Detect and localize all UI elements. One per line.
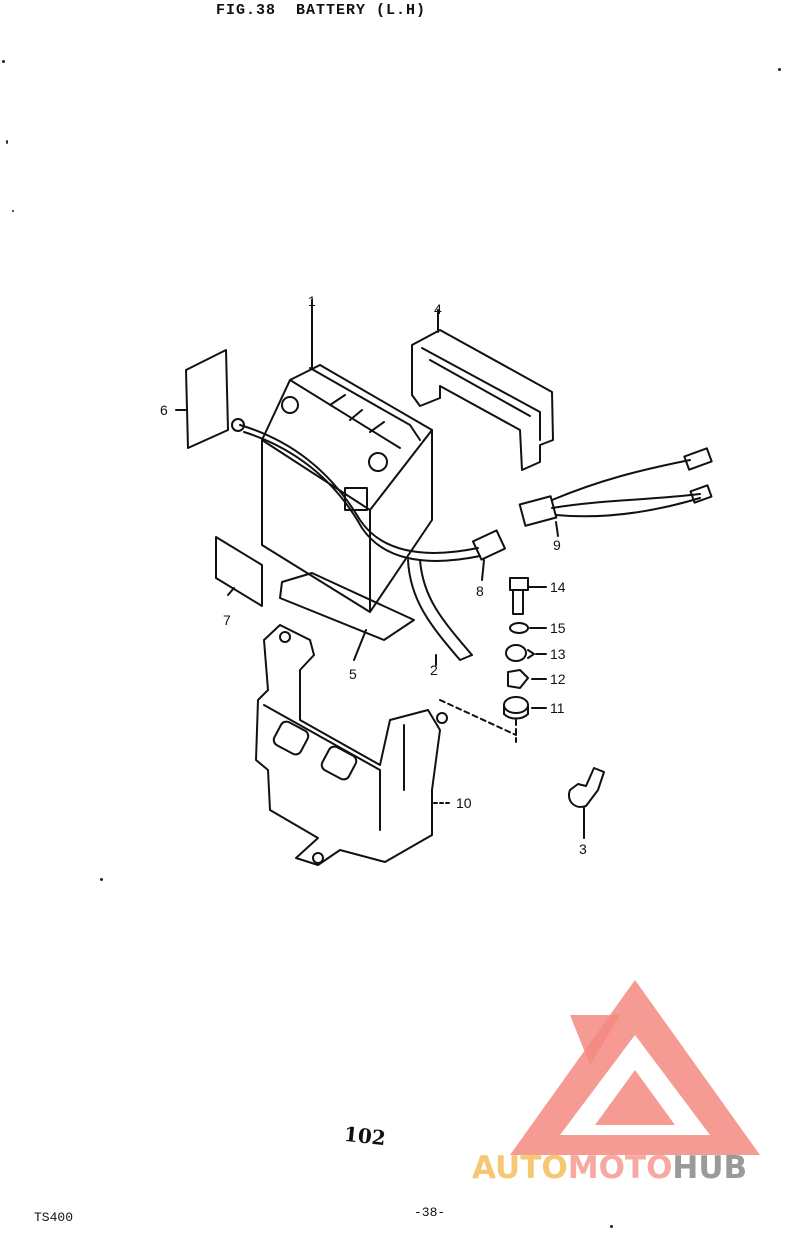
part-2-tube <box>407 559 473 666</box>
figure-title: FIG.38 BATTERY (L.H) <box>216 2 436 19</box>
part-6-pad <box>185 349 229 449</box>
watermark-wordmark: AUTOMOTOHUB <box>472 1150 747 1186</box>
part-1-battery <box>261 299 433 613</box>
callout-1: 1 <box>308 293 316 309</box>
callout-6: 6 <box>160 402 168 418</box>
wordmark-part-hub: HUB <box>672 1150 748 1186</box>
callout-11: 11 <box>550 700 565 716</box>
callout-3: 3 <box>579 841 587 857</box>
callout-15: 15 <box>550 620 566 636</box>
scan-speck <box>610 1225 613 1228</box>
figure-caption: BATTERY (L.H) <box>296 2 427 19</box>
part-3-clamp <box>568 767 605 839</box>
handwritten-page-note: 102 <box>342 1121 387 1151</box>
footer-page-number: -38- <box>414 1205 446 1220</box>
scan-speck <box>778 68 781 71</box>
part-7-pad <box>215 536 263 607</box>
part-8-cable <box>231 418 507 581</box>
part-9-harness <box>518 447 713 537</box>
part-5-pad <box>279 572 415 641</box>
part-4-holder <box>411 309 554 471</box>
wordmark-part-moto: MOTO <box>567 1150 673 1186</box>
callout-12: 12 <box>550 671 566 687</box>
footer-model: TS400 <box>34 1210 74 1225</box>
figure-number: FIG.38 <box>216 2 277 19</box>
part-13-lockwasher <box>505 644 547 662</box>
callout-4: 4 <box>434 301 442 317</box>
part-10-case <box>255 624 453 866</box>
scan-speck <box>6 140 8 144</box>
callout-8: 8 <box>476 583 484 599</box>
callout-10: 10 <box>456 795 472 811</box>
part-15-washer <box>509 622 547 634</box>
callout-13: 13 <box>550 646 566 662</box>
wordmark-part-auto: AUTO <box>472 1150 568 1186</box>
callout-7: 7 <box>223 612 231 628</box>
callout-14: 14 <box>550 579 566 595</box>
callout-5: 5 <box>349 666 357 682</box>
scan-speck <box>2 60 5 63</box>
scan-speck <box>12 210 14 212</box>
callout-9: 9 <box>553 537 561 553</box>
automotohub-logo-icon <box>510 980 760 1155</box>
scan-speck <box>100 878 103 881</box>
part-12-nut <box>507 669 547 689</box>
part-14-bolt <box>509 577 547 615</box>
callout-2: 2 <box>430 662 438 678</box>
part-11-cushion <box>439 696 547 743</box>
